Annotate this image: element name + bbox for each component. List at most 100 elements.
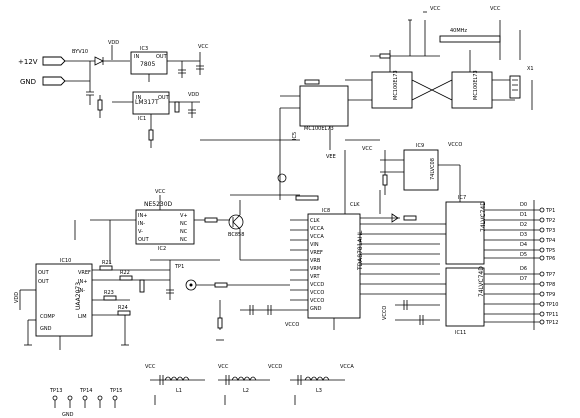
mc1-part: MC100EL73 [393, 70, 399, 100]
svg-text:TP1: TP1 [545, 208, 555, 214]
svg-text:TP14: TP14 [79, 388, 92, 394]
ic2-ref: IC2 [158, 246, 166, 252]
svg-text:VRB: VRB [310, 258, 321, 264]
svg-text:TP6: TP6 [545, 256, 555, 262]
ic1-out: OUT [158, 95, 170, 101]
svg-text:D1: D1 [520, 212, 527, 218]
ic9: 74LVC08 IC9 VCCO [380, 142, 462, 195]
svg-text:TP5: TP5 [545, 248, 555, 254]
svg-text:D0: D0 [520, 202, 527, 208]
svg-text:VREF: VREF [78, 270, 91, 276]
vdd-top-label: VDD [108, 40, 119, 46]
vcc-top-label: VCC [198, 44, 209, 50]
svg-text:IN+: IN+ [78, 279, 87, 285]
svg-text:GND: GND [62, 412, 74, 418]
vdd-ic1-label: VDD [188, 92, 199, 98]
svg-text:COMP: COMP [40, 314, 55, 320]
ic5-ref: IC5 [292, 132, 298, 140]
svg-text:D6: D6 [520, 266, 527, 272]
diode-label: BYV10 [72, 49, 88, 55]
vcc-top3-label: VCC [490, 6, 501, 12]
diode-byv10 [94, 56, 104, 66]
svg-text:TP7: TP7 [545, 272, 555, 278]
ic5: MC100EL73 IC5 VEE VCC [280, 79, 380, 160]
ic9-ref: IC9 [416, 143, 424, 149]
svg-text:GND: GND [40, 326, 52, 332]
svg-text:TP12: TP12 [545, 320, 558, 326]
ic3-part: 7805 [140, 61, 155, 68]
svg-text:VCCO: VCCO [310, 290, 324, 296]
svg-text:D5: D5 [520, 252, 527, 258]
interconnects [74, 108, 461, 264]
svg-text:V-: V- [138, 229, 143, 235]
svg-text:VRT: VRT [310, 274, 321, 280]
svg-text:R23: R23 [104, 290, 114, 296]
transistor-bc858: BC858 [228, 200, 244, 260]
svg-text:VREF: VREF [310, 250, 323, 256]
svg-text:OUT: OUT [138, 237, 150, 243]
ic5-part: MC100EL73 [304, 126, 334, 132]
svg-text:D3: D3 [520, 232, 527, 238]
ic3-regulator: IC3 7805 IN OUT VCC [130, 44, 209, 82]
ic11-latch: 74LVC74D IC11 [440, 223, 540, 336]
ic11-ref: IC11 [455, 330, 466, 336]
svg-text:TP8: TP8 [545, 282, 555, 288]
svg-text:LIM: LIM [78, 314, 87, 320]
gnd-label: GND [20, 78, 36, 86]
svg-text:R22: R22 [120, 270, 130, 276]
vcc-top2-label: VCC [430, 6, 441, 12]
svg-text:L1: L1 [176, 388, 182, 394]
svg-text:VIN: VIN [310, 242, 319, 248]
svg-text:IN+: IN+ [138, 213, 147, 219]
svg-text:R24: R24 [118, 305, 128, 311]
power-input-section: +12V GND BYV10 VDD [18, 40, 130, 118]
svg-text:D7: D7 [520, 276, 527, 282]
vcco-ic8-label: VCCO [285, 322, 299, 328]
svg-text:IN-: IN- [138, 221, 145, 227]
svg-text:TP3: TP3 [545, 228, 555, 234]
decoupling-caps: VCCO [240, 300, 440, 325]
svg-text:VCCA: VCCA [310, 234, 324, 240]
svg-text:NC: NC [180, 221, 188, 227]
svg-text:V+: V+ [180, 213, 188, 219]
ic8-part: TDA8781AHL [357, 230, 364, 271]
ic7-ref: IC7 [458, 195, 466, 201]
ic2: NE5230D IC2 IN+ IN- V- OUT V+ NC NC NC V… [90, 189, 230, 252]
svg-text:OUT: OUT [38, 279, 50, 285]
svg-text:TP4: TP4 [545, 238, 555, 244]
plus-12v-label: +12V [18, 58, 38, 66]
ic3-out: OUT [156, 54, 168, 60]
ic7-part: 74LVC74D [480, 201, 487, 232]
ic1-regulator: LM317T IC1 IN OUT VDD [112, 91, 200, 148]
svg-text:GND: GND [310, 306, 322, 312]
vee-label: VEE [326, 154, 336, 160]
svg-text:TP9: TP9 [545, 292, 555, 298]
ic1-part: LM317T [135, 99, 159, 106]
svg-text:NC: NC [180, 237, 188, 243]
svg-text:VRM: VRM [310, 266, 321, 272]
tp1-label: TP1 [174, 264, 184, 270]
ic2-part: NE5230D [144, 201, 173, 208]
vdd-ic10-label: VDD [14, 292, 20, 303]
lc-filters: VCC L1 VCC L2 VCCD L3 VCCA [145, 364, 354, 405]
svg-text:TP15: TP15 [109, 388, 122, 394]
ic10-part: UAA2073 [75, 282, 82, 310]
ic8-adc: TDA8781AHL IC8 CLK VCCA VCCA VIN VREF VR… [277, 173, 440, 330]
svg-text:VCCA: VCCA [310, 226, 324, 232]
vcc-ic2-label: VCC [155, 189, 166, 195]
ic10: IC10 UAA2073 OUT OUT VREF IN+ IN- COMP L… [14, 258, 130, 350]
svg-text:D2: D2 [520, 222, 527, 228]
ic9-part: 74LVC08 [430, 158, 436, 180]
bc858-label: BC858 [228, 232, 244, 238]
svg-text:TP11: TP11 [545, 312, 558, 318]
svg-text:VCCD: VCCD [310, 282, 324, 288]
vcc-bottom1-label: VCC [145, 364, 156, 370]
svg-text:IN-: IN- [78, 288, 85, 294]
vcca-bottom-label: VCCA [340, 364, 354, 370]
vcco-bottom-label: VCCO [382, 306, 388, 320]
ic1-in: IN [136, 95, 141, 101]
ic11-part: 74LVC74D [478, 266, 485, 297]
svg-text:D4: D4 [520, 242, 527, 248]
ecl-section: MC100EL73 MC100EL73 40MHz X1 VCC VCC [345, 6, 534, 110]
ic1-ref: IC1 [138, 116, 146, 122]
